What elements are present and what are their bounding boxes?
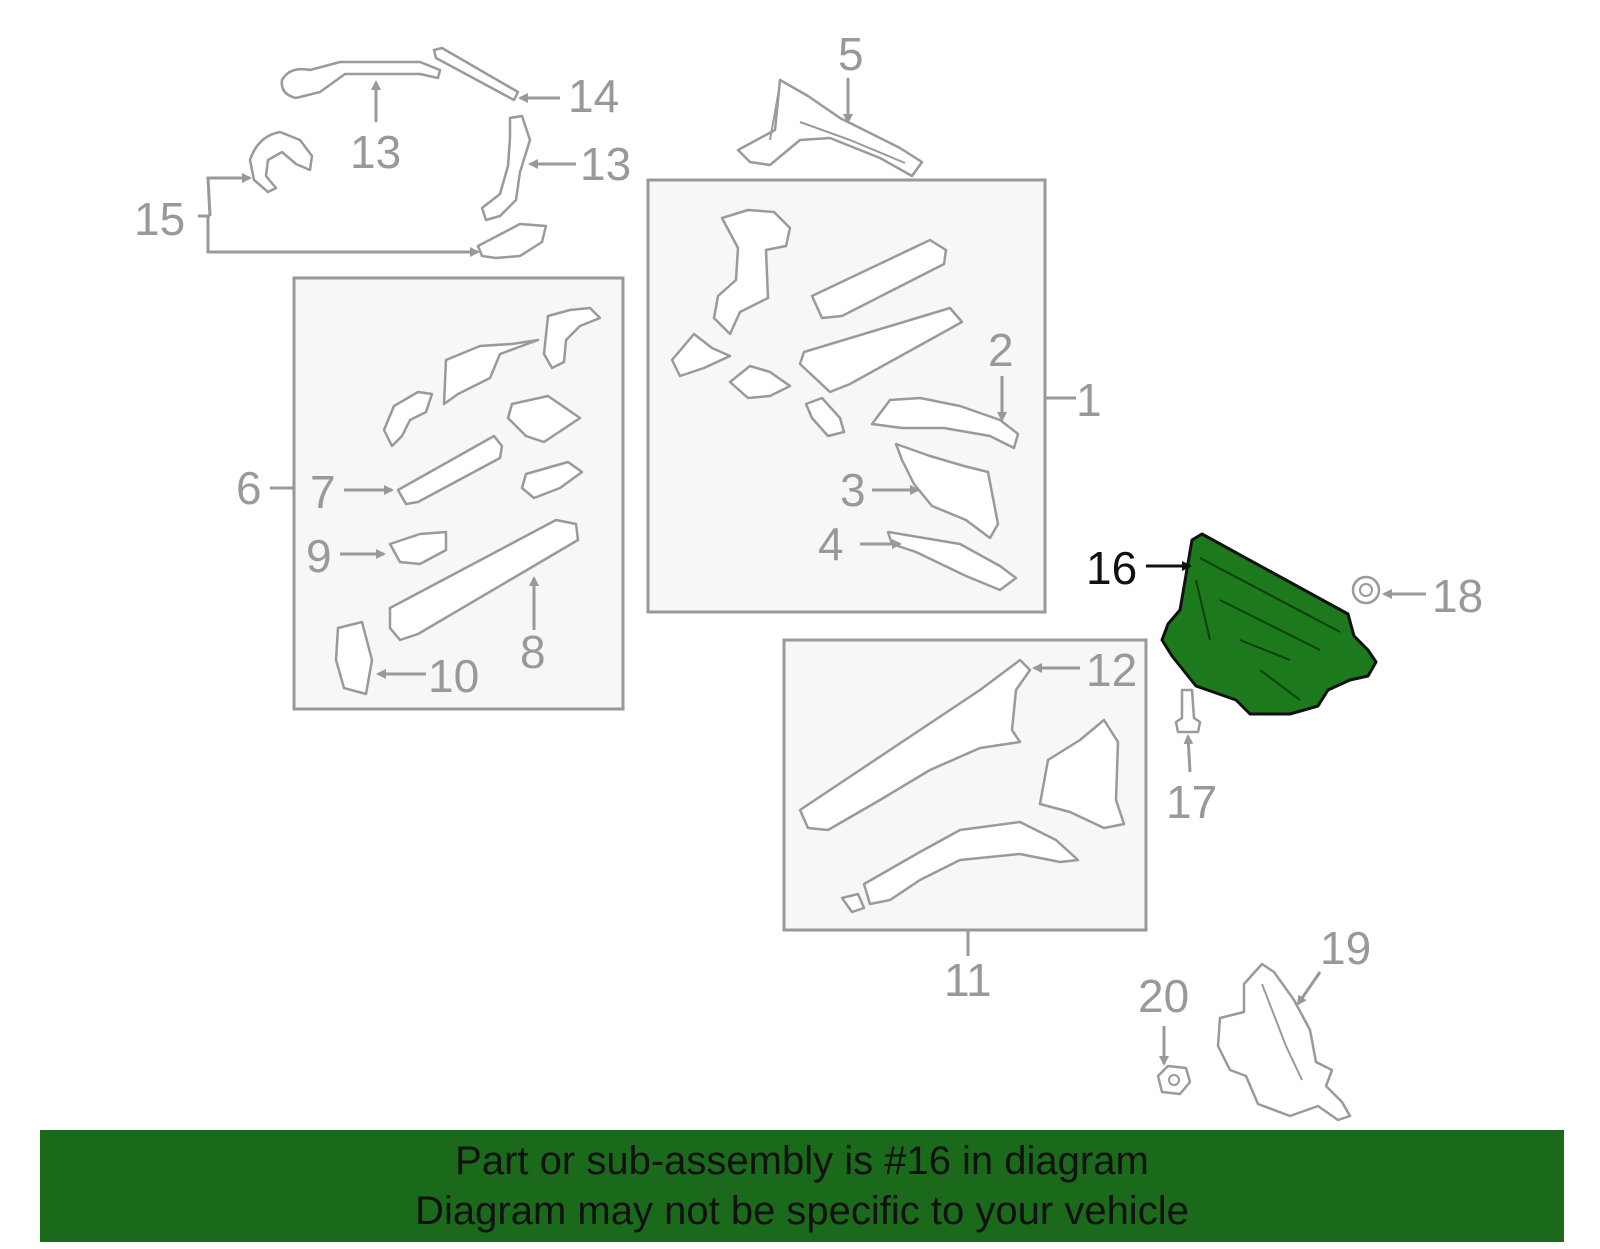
- banner-line-disclaimer: Diagram may not be specific to your vehi…: [415, 1189, 1189, 1233]
- part-19-drawing: [1216, 962, 1352, 1122]
- part-16-highlighted: [1160, 532, 1378, 716]
- callout-9: 9: [306, 530, 332, 582]
- callout-13-right: 13: [580, 138, 631, 190]
- callout-2: 2: [988, 324, 1014, 376]
- callout-3: 3: [840, 464, 866, 516]
- callout-12: 12: [1086, 644, 1137, 696]
- callout-11: 11: [944, 954, 992, 1006]
- callout-14: 14: [568, 70, 619, 122]
- part-5-drawing: [736, 78, 924, 178]
- callout-7: 7: [310, 466, 336, 518]
- callout-1: 1: [1076, 374, 1102, 426]
- callout-4: 4: [818, 518, 844, 570]
- leader-lines: [198, 78, 1426, 1066]
- info-banner: Part or sub-assembly is #16 in diagram D…: [40, 1130, 1564, 1242]
- callout-16: 16: [1086, 542, 1137, 594]
- parts-13-14-15-drawing: [248, 46, 548, 260]
- callout-17: 17: [1166, 776, 1217, 828]
- parts-group-11-drawing: [798, 658, 1126, 914]
- parts-group-1-drawing: [670, 208, 1020, 592]
- callout-5: 5: [838, 28, 864, 80]
- callout-10: 10: [428, 650, 479, 702]
- callout-15: 15: [134, 193, 185, 245]
- callout-19: 19: [1320, 922, 1371, 974]
- callout-6: 6: [236, 462, 262, 514]
- callout-8: 8: [520, 626, 546, 678]
- callout-13-top: 13: [350, 126, 401, 178]
- callout-18: 18: [1432, 570, 1483, 622]
- parts-group-6-drawing: [334, 306, 602, 696]
- banner-line-part: Part or sub-assembly is #16 in diagram: [455, 1139, 1149, 1183]
- group-box-1: [646, 178, 1047, 614]
- callout-20: 20: [1138, 970, 1189, 1022]
- fasteners-drawing: [1156, 575, 1381, 1096]
